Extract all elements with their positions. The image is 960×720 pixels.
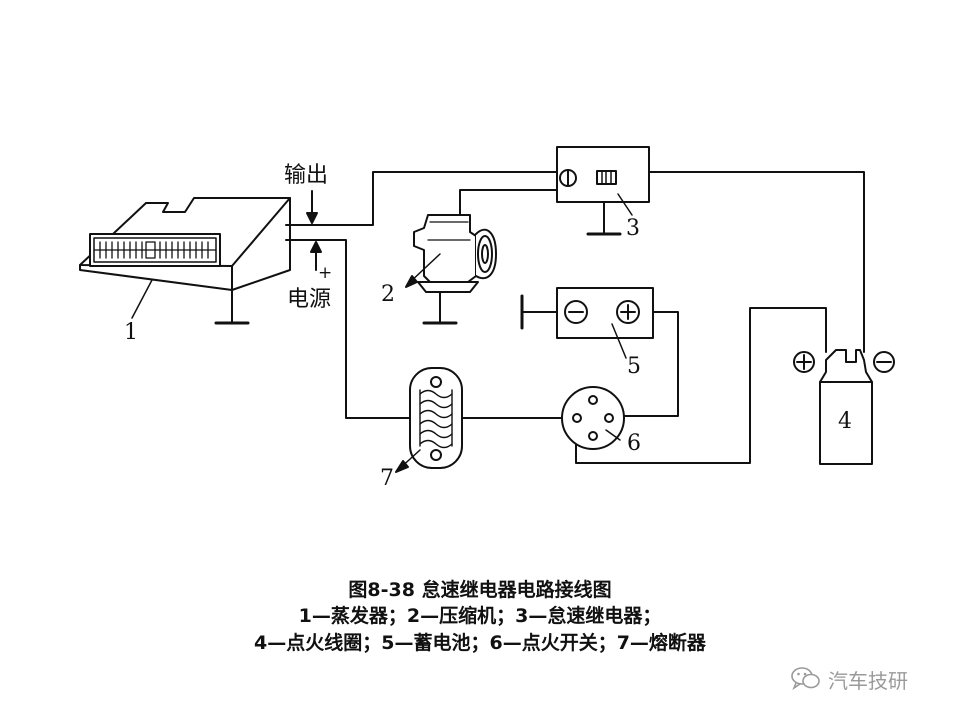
output-label: 输出 — [284, 163, 328, 188]
plus-label: + — [318, 263, 332, 283]
number-label-2: 2 — [381, 282, 395, 307]
legend-line-1: 1—蒸发器；2—压缩机；3—怠速继电器； — [298, 605, 662, 627]
number-label-3: 3 — [626, 216, 640, 241]
number-label-4: 4 — [838, 409, 852, 434]
number-label-1: 1 — [124, 320, 138, 345]
power-label: 电源 — [287, 287, 331, 312]
legend-line-2: 4—点火线圈；5—蓄电池；6—点火开关；7—熔断器 — [254, 632, 706, 654]
figure-title: 图8-38 怠速继电器电路接线图 — [348, 579, 612, 601]
number-label-7: 7 — [380, 466, 394, 491]
number-label-5: 5 — [627, 354, 641, 379]
evaporator-unit — [79, 197, 291, 325]
signal-arrows — [306, 190, 322, 271]
ignition-coil — [793, 349, 895, 465]
wires — [285, 171, 865, 464]
compressor — [405, 214, 497, 325]
watermark-text: 汽车技研 — [828, 668, 908, 693]
battery — [520, 287, 654, 359]
wechat-icon — [791, 667, 820, 691]
number-label-6: 6 — [627, 431, 641, 456]
ignition-switch — [561, 386, 625, 450]
fuse-box — [395, 367, 463, 473]
idle-relay — [556, 146, 650, 236]
watermark: 汽车技研 — [790, 666, 908, 693]
